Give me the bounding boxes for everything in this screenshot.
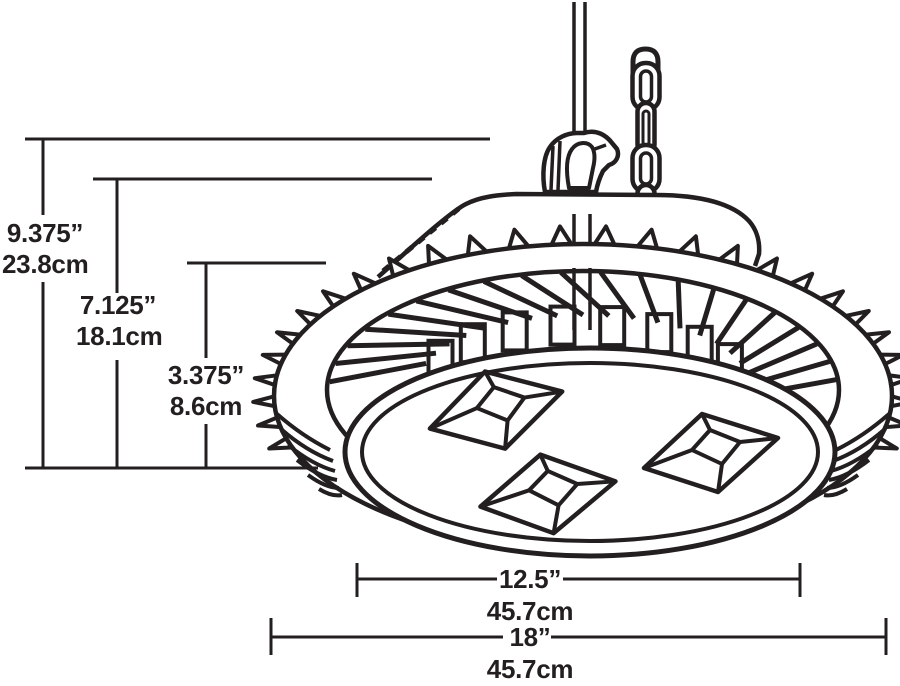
dim-overall-height-lines (25, 137, 490, 468)
dim-overall-width-inches: 18” (509, 622, 551, 652)
dim-overall-width-cm: 45.7cm (486, 654, 574, 684)
dim-body-height-label: 7.125” 18.1cm (76, 290, 163, 352)
dim-overall-height-inches: 9.375” (6, 218, 84, 248)
dim-housing-height-cm: 8.6cm (169, 391, 243, 421)
fin-blades (329, 270, 837, 399)
side-fin-ribs (275, 412, 891, 498)
dim-lens-width-lines (355, 563, 802, 597)
dim-overall-height-label: 9.375” 23.8cm (2, 218, 89, 280)
mounting-hook (541, 129, 621, 195)
dim-body-height-lines (93, 177, 432, 468)
dim-overall-width-lines (269, 618, 888, 655)
lens-inner-ring (360, 361, 820, 543)
dim-housing-height-inches: 3.375” (167, 360, 245, 390)
dim-lens-width-inches: 12.5” (498, 564, 562, 594)
dim-overall-height-cm: 23.8cm (2, 249, 89, 279)
dim-lens-width-cm: 45.7cm (486, 596, 574, 626)
dim-body-height-cm: 18.1cm (76, 321, 163, 351)
dim-housing-height-label: 3.375” 8.6cm (166, 360, 246, 422)
dim-housing-height-lines (187, 261, 326, 468)
housing-texture (381, 204, 464, 273)
dim-body-height-inches: 7.125” (79, 290, 157, 320)
